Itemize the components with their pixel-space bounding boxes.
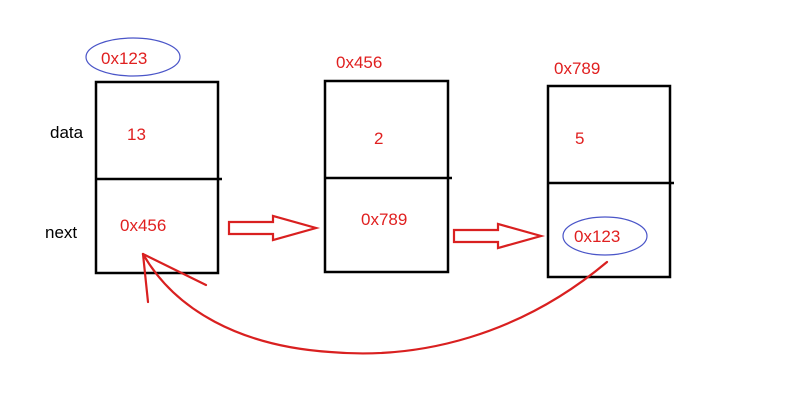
pointer-arrow-3-to-1 <box>141 252 609 355</box>
back-pointer-curve <box>141 252 609 355</box>
node-1-next-value: 0x456 <box>120 216 166 235</box>
node-3-next-value: 0x123 <box>574 227 620 246</box>
node-1: 0x123 13 0x456 <box>85 37 222 275</box>
node-1-address-highlight <box>85 37 181 77</box>
node-3-box <box>546 84 672 279</box>
pointer-arrow-1-to-2 <box>227 214 321 242</box>
node-1-box <box>94 80 220 275</box>
next-row-label: next <box>45 223 77 242</box>
node-3: 0x789 5 0x123 <box>546 59 674 279</box>
node-3-next-highlight <box>562 216 648 256</box>
back-pointer-head-upper <box>141 252 208 287</box>
pointer-arrow-2-to-3 <box>452 222 546 250</box>
node-1-data-value: 13 <box>127 125 146 144</box>
node-2-next-value: 0x789 <box>361 210 407 229</box>
data-row-label: data <box>50 123 84 142</box>
node-2: 0x456 2 0x789 <box>323 53 452 274</box>
node-2-box <box>323 79 450 274</box>
node-2-data-value: 2 <box>374 129 383 148</box>
node-3-address: 0x789 <box>554 59 600 78</box>
back-pointer-head-lower <box>141 252 150 304</box>
node-1-address: 0x123 <box>101 49 147 68</box>
node-2-address: 0x456 <box>336 53 382 72</box>
node-3-data-value: 5 <box>575 129 584 148</box>
